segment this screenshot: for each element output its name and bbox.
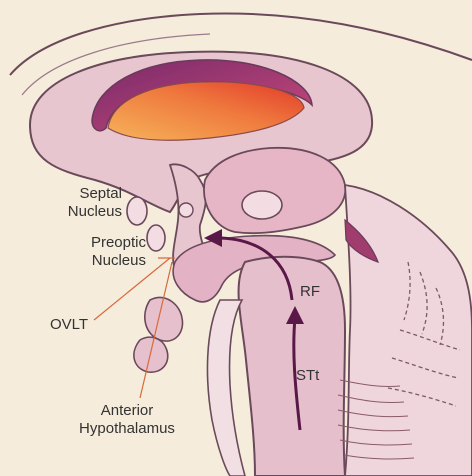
septal-label-line-2: Nucleus [40,203,122,221]
septal-label-line-1: Septal [40,185,122,203]
pituitary-region [134,337,168,372]
preoptic-label-line-1: Preoptic [50,234,146,252]
preoptic-label-line-2: Nucleus [50,252,146,270]
septal-nucleus-shape [127,197,147,225]
label-ovlt: OVLT [50,316,88,334]
label-stt: STt [296,367,319,385]
label-preoptic-nucleus: Preoptic Nucleus [50,234,146,270]
label-septal-nucleus: Septal Nucleus [40,185,122,221]
label-anterior-hypothalamus: Anterior Hypothalamus [62,402,192,438]
preoptic-nucleus-shape [147,225,165,251]
anterior-label-line-1: Anterior [62,402,192,420]
label-rf: RF [300,283,320,301]
anterior-label-line-2: Hypothalamus [62,420,192,438]
small-nucleus-1 [179,203,193,217]
interthalamic-adhesion [242,191,282,219]
